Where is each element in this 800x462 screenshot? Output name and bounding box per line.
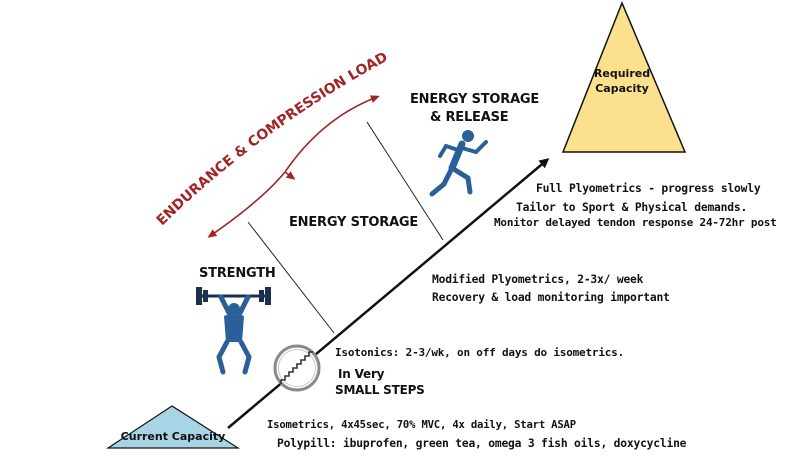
small-steps-line1: In Very bbox=[338, 367, 385, 381]
note-mod-plyo-1: Modified Plyometrics, 2-3x/ week bbox=[432, 273, 644, 286]
required-capacity-triangle bbox=[561, 1, 687, 153]
endurance-arc-down bbox=[284, 171, 296, 180]
endurance-compression-text: ENDURANCE & COMPRESSION LOADS bbox=[0, 0, 390, 229]
required-capacity-label: Required Capacity bbox=[593, 67, 651, 95]
note-polypill: Polypill: ibuprofen, green tea, omega 3 … bbox=[277, 437, 687, 450]
stage-energy-storage-release-2: & RELEASE bbox=[430, 110, 509, 125]
weightlifter-icon bbox=[196, 287, 271, 375]
note-full-plyo-3: Monitor delayed tendon response 24-72hr … bbox=[494, 216, 777, 229]
stage-energy-storage: ENERGY STORAGE bbox=[289, 215, 419, 230]
current-capacity-label: Current Capacity bbox=[120, 430, 226, 443]
runner-icon bbox=[429, 130, 488, 197]
divider-strength-storage bbox=[247, 221, 335, 334]
current-capacity-triangle bbox=[105, 405, 241, 449]
note-full-plyo-1: Full Plyometrics - progress slowly bbox=[536, 182, 761, 195]
note-full-plyo-2: Tailor to Sport & Physical demands. bbox=[516, 201, 748, 214]
stairs-icon bbox=[273, 344, 321, 392]
small-steps-line2: SMALL STEPS bbox=[335, 383, 425, 397]
note-isotonics: Isotonics: 2-3/wk, on off days do isomet… bbox=[335, 346, 625, 359]
note-mod-plyo-2: Recovery & load monitoring important bbox=[432, 291, 670, 304]
divider-storage-release bbox=[366, 121, 444, 241]
note-isometrics: Isometrics, 4x45sec, 70% MVC, 4x daily, … bbox=[267, 419, 576, 431]
endurance-arc-left bbox=[207, 171, 286, 238]
stage-strength: STRENGTH bbox=[199, 266, 276, 281]
stage-energy-storage-release-1: ENERGY STORAGE bbox=[410, 92, 540, 107]
endurance-arc-right bbox=[284, 95, 380, 173]
endurance-compression-label: ENDURANCE & COMPRESSION LOADS bbox=[0, 0, 390, 229]
